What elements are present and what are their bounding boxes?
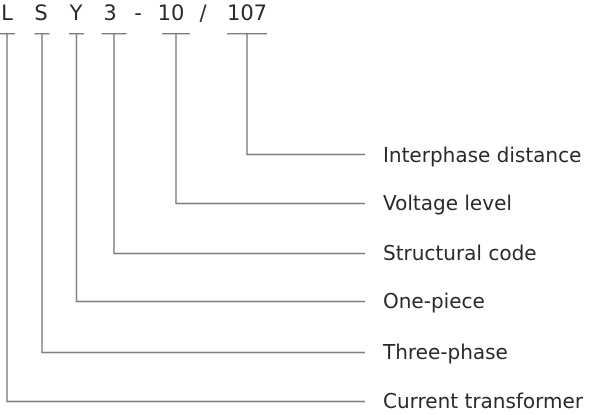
code-segment-3: 3	[103, 1, 117, 25]
leader-Y	[75, 33, 365, 303]
code-segment-L: L	[1, 1, 13, 25]
code-segment-dash: -	[134, 1, 142, 25]
leader-107	[246, 33, 365, 156]
code-segment-slash: /	[199, 1, 207, 25]
code-segment-107: 107	[226, 1, 268, 25]
leader-L	[6, 33, 365, 403]
label-voltage-level: Voltage level	[383, 191, 512, 215]
code-segment-Y: Y	[69, 1, 83, 25]
label-structural-code: Structural code	[383, 241, 537, 265]
leader-10	[175, 33, 365, 205]
label-interphase-distance: Interphase distance	[383, 143, 582, 167]
code-segment-S: S	[34, 1, 48, 25]
code-segment-10: 10	[157, 1, 185, 25]
leader-3	[113, 33, 365, 255]
label-three-phase: Three-phase	[383, 340, 508, 364]
label-one-piece: One-piece	[383, 289, 485, 313]
label-current-transformer: Current transformer	[383, 389, 584, 413]
leader-S	[41, 33, 365, 354]
